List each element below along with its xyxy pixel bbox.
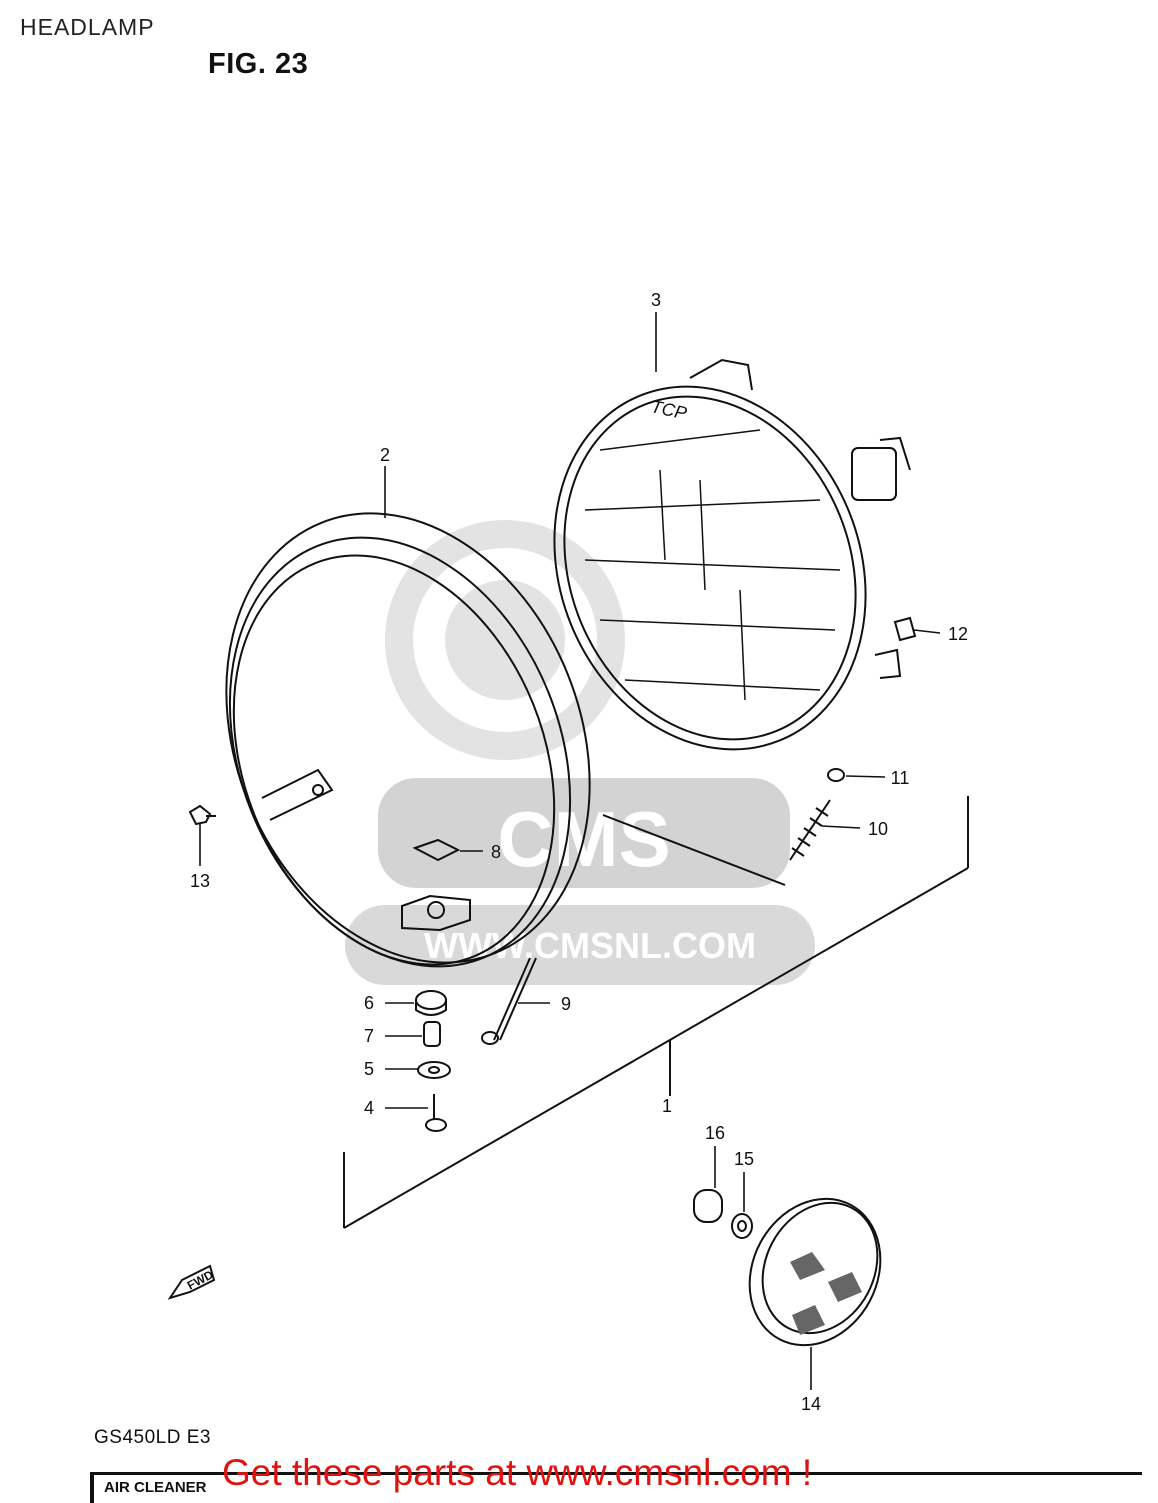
page-title: HEADLAMP: [20, 14, 155, 40]
part-9-adjusting-screw: [493, 957, 531, 1041]
callout-5: 5: [364, 1059, 374, 1079]
forward-direction-marker: FWD: [167, 1264, 216, 1300]
callout-13: 13: [190, 871, 210, 891]
leader-lines: [199, 312, 941, 1390]
headlamp-rim: [225, 512, 591, 968]
section-link-air-cleaner[interactable]: AIR CLEANER: [104, 1479, 207, 1496]
callout-12: 12: [948, 624, 968, 644]
callout-8: 8: [491, 842, 501, 862]
part-15-washer: [731, 1213, 753, 1239]
callout-6: 6: [364, 993, 374, 1013]
assembly-bracket: [343, 796, 969, 1229]
small-parts: [188, 616, 917, 1239]
callout-14: 14: [801, 1394, 821, 1414]
part-8-nut: [412, 838, 461, 862]
part-5-washer: [417, 1061, 451, 1079]
figure-label: FIG. 23: [208, 48, 309, 80]
callout-7: 7: [364, 1026, 374, 1046]
promo-link[interactable]: Get these parts at www.cmsnl.com !: [222, 1452, 813, 1493]
callout-1: 1: [662, 1096, 672, 1116]
callout-15: 15: [734, 1149, 754, 1169]
part-12-clip-nut: [893, 616, 917, 642]
part-16-cushion: [693, 1189, 723, 1223]
headlamp-marking: TCP: [649, 396, 688, 423]
callout-11: 11: [891, 768, 910, 788]
model-label: GS450LD E3: [94, 1427, 211, 1448]
callout-labels: 1 2 3 4 5 6 7 8 9 10 11 12 13 14 15 16: [190, 290, 968, 1414]
callout-3: 3: [651, 290, 661, 310]
callout-10: 10: [868, 819, 888, 839]
section-index-bar: AIR CLEANER: [90, 1472, 1142, 1503]
part-13-screw: [188, 804, 212, 826]
part-6-cushion: [415, 990, 447, 1010]
part-7-spacer: [423, 1021, 441, 1047]
part-11-nut: [827, 768, 845, 782]
cmsnl-watermark: CMS WWW.CMSNL.COM: [345, 520, 815, 985]
reflector: [748, 1197, 882, 1347]
callout-4: 4: [364, 1098, 374, 1118]
callout-9: 9: [561, 994, 571, 1014]
callout-2: 2: [380, 445, 390, 465]
callout-16: 16: [705, 1123, 725, 1143]
